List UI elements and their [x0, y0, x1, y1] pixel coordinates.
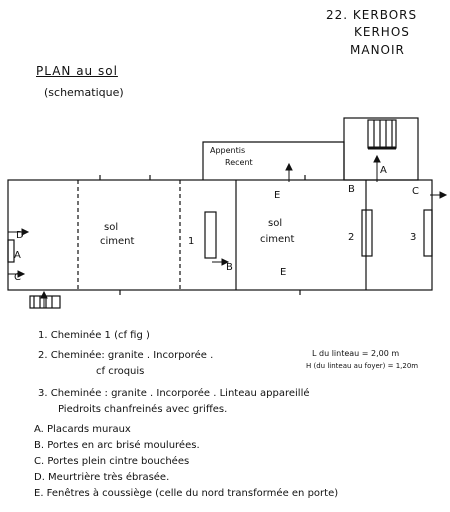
label-3: 3: [410, 232, 416, 243]
chimney-1: [204, 211, 217, 259]
label-c-left: C: [14, 272, 21, 283]
annex-outline: [343, 117, 419, 181]
legend-item-2: 2. Cheminée: granite . Incorporée .: [38, 350, 214, 361]
main-outline: [7, 179, 433, 291]
legend-item-2-dim-l: L du linteau = 2,00 m: [312, 349, 400, 358]
label-2: 2: [348, 232, 354, 243]
plan-title: PLAN au sol: [36, 64, 118, 78]
label-sol-mid-2: ciment: [260, 234, 295, 245]
legend-item-b: B. Portes en arc brisé moulurées.: [34, 440, 200, 451]
label-c-right: C: [412, 186, 419, 197]
header-line-1: 22. KERBORS: [326, 8, 418, 22]
label-sol-left-1: sol: [104, 222, 118, 233]
label-1: 1: [188, 236, 194, 247]
floor-plan: Appentis Recent sol ciment sol ciment 1 …: [7, 117, 448, 309]
legend-item-d: D. Meurtrière très ébrasée.: [34, 472, 170, 483]
chimney-2: [361, 209, 373, 257]
label-a-left: A: [14, 250, 21, 261]
label-e-bottom: E: [280, 267, 286, 278]
label-recent: Recent: [225, 158, 253, 167]
label-b-top: B: [348, 184, 355, 195]
label-b-mid: B: [226, 262, 233, 273]
legend-item-3: 3. Cheminée : granite . Incorporée . Lin…: [38, 388, 310, 399]
label-d: D: [16, 230, 24, 241]
label-sol-left-2: ciment: [100, 236, 135, 247]
legend-item-2-dim-h: H (du linteau au foyer) = 1,20m: [306, 362, 419, 370]
label-e-top: E: [274, 190, 280, 201]
label-appentis: Appentis: [210, 146, 245, 155]
left-niche: [7, 239, 15, 263]
legend-item-3-sub: Piedroits chanfreinés avec griffes.: [58, 404, 228, 415]
legend-item-a: A. Placards muraux: [34, 424, 131, 435]
chimney-3: [423, 209, 433, 257]
legend-item-c: C. Portes plein cintre bouchées: [34, 456, 190, 467]
legend-item-e: E. Fenêtres à coussiège (celle du nord t…: [34, 488, 339, 499]
header-line-2: KERHOS: [354, 25, 410, 39]
plan-subtitle: (schematique): [44, 86, 124, 99]
legend-item-2-sub: cf croquis: [96, 366, 145, 377]
label-sol-mid-1: sol: [268, 218, 282, 229]
legend-item-1: 1. Cheminée 1 (cf fig ): [38, 330, 150, 341]
label-a-top: A: [380, 165, 387, 176]
header-line-3: MANOIR: [350, 43, 405, 57]
header: 22. KERBORS KERHOS MANOIR PLAN au sol (s…: [0, 0, 450, 110]
